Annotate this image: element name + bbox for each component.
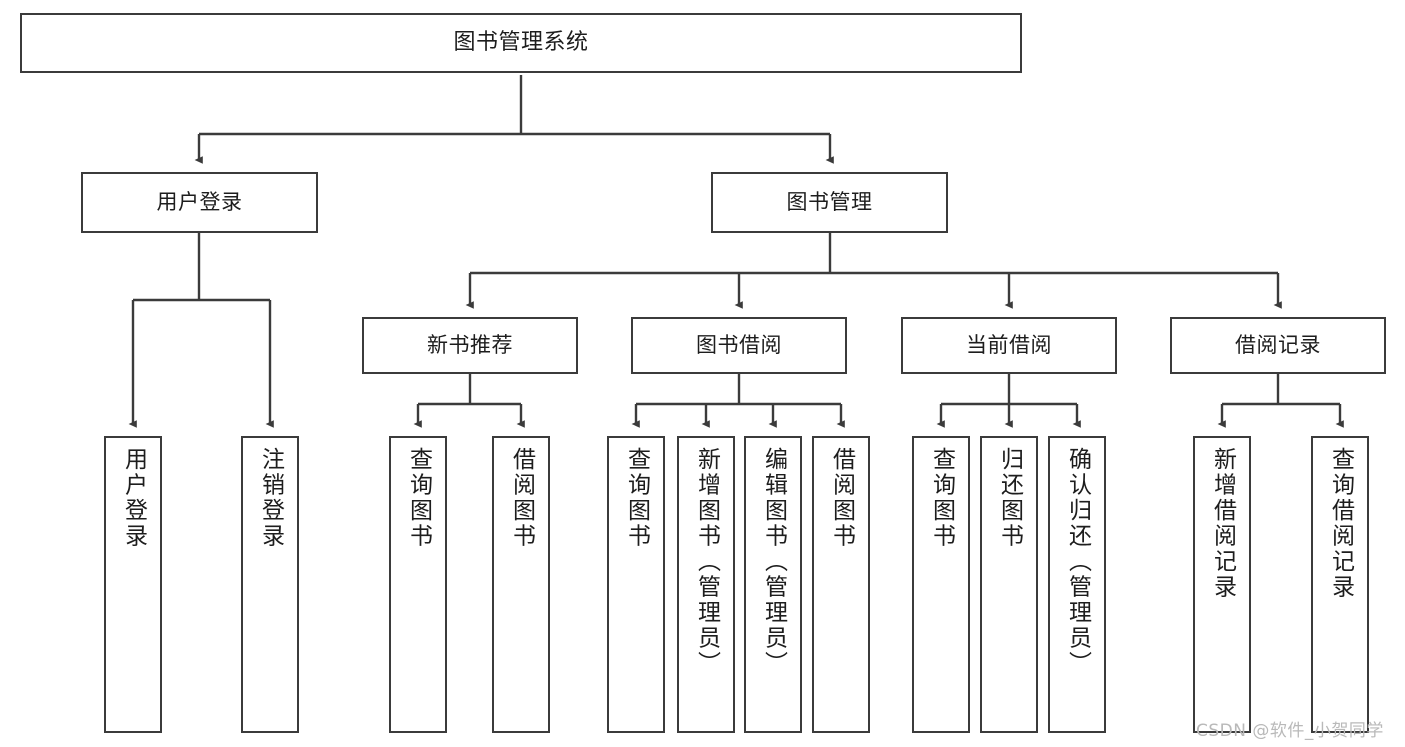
node-leaf-add-book[interactable]: 新增图书（管理员） (677, 436, 735, 733)
node-borrow-record[interactable]: 借阅记录 (1170, 317, 1386, 374)
node-leaf-borrow-book-1[interactable]: 借阅图书 (492, 436, 550, 733)
node-leaf-edit-book[interactable]: 编辑图书（管理员） (744, 436, 802, 733)
node-leaf-confirm-return-label: 确认归还（管理员） (1064, 447, 1091, 677)
node-user-login-label: 用户登录 (156, 189, 243, 214)
node-leaf-return-book-label: 归还图书 (996, 447, 1023, 549)
node-root-label: 图书管理系统 (453, 29, 589, 55)
csdn-watermark: CSDN @软件_小贺同学 (1196, 721, 1384, 741)
node-leaf-add-record[interactable]: 新增借阅记录 (1193, 436, 1251, 733)
node-leaf-logout-login[interactable]: 注销登录 (241, 436, 299, 733)
node-leaf-logout-login-label: 注销登录 (257, 447, 284, 549)
node-root[interactable]: 图书管理系统 (20, 13, 1022, 73)
node-leaf-user-login[interactable]: 用户登录 (104, 436, 162, 733)
node-book-manage[interactable]: 图书管理 (711, 172, 948, 233)
node-leaf-query-book-3-label: 查询图书 (928, 447, 955, 549)
node-user-login[interactable]: 用户登录 (81, 172, 318, 233)
node-leaf-add-record-label: 新增借阅记录 (1209, 447, 1236, 600)
node-leaf-query-record-label: 查询借阅记录 (1327, 447, 1354, 600)
node-leaf-query-book-2[interactable]: 查询图书 (607, 436, 665, 733)
node-leaf-query-book-1[interactable]: 查询图书 (389, 436, 447, 733)
node-current-borrow-label: 当前借阅 (966, 332, 1052, 357)
node-leaf-add-book-label: 新增图书（管理员） (693, 447, 720, 677)
node-leaf-return-book[interactable]: 归还图书 (980, 436, 1038, 733)
node-leaf-query-book-2-label: 查询图书 (623, 447, 650, 549)
node-leaf-confirm-return[interactable]: 确认归还（管理员） (1048, 436, 1106, 733)
node-new-book-recommend[interactable]: 新书推荐 (362, 317, 578, 374)
node-borrow-record-label: 借阅记录 (1235, 332, 1321, 357)
node-leaf-borrow-book-2-label: 借阅图书 (828, 447, 855, 549)
node-leaf-query-record[interactable]: 查询借阅记录 (1311, 436, 1369, 733)
node-leaf-borrow-book-1-label: 借阅图书 (508, 447, 535, 549)
node-book-borrow[interactable]: 图书借阅 (631, 317, 847, 374)
node-leaf-borrow-book-2[interactable]: 借阅图书 (812, 436, 870, 733)
node-book-borrow-label: 图书借阅 (696, 332, 782, 357)
node-leaf-query-book-1-label: 查询图书 (405, 447, 432, 549)
node-leaf-edit-book-label: 编辑图书（管理员） (760, 447, 787, 677)
node-new-book-recommend-label: 新书推荐 (427, 332, 513, 357)
node-leaf-query-book-3[interactable]: 查询图书 (912, 436, 970, 733)
node-leaf-user-login-label: 用户登录 (120, 447, 147, 549)
node-current-borrow[interactable]: 当前借阅 (901, 317, 1117, 374)
node-book-manage-label: 图书管理 (786, 189, 873, 214)
